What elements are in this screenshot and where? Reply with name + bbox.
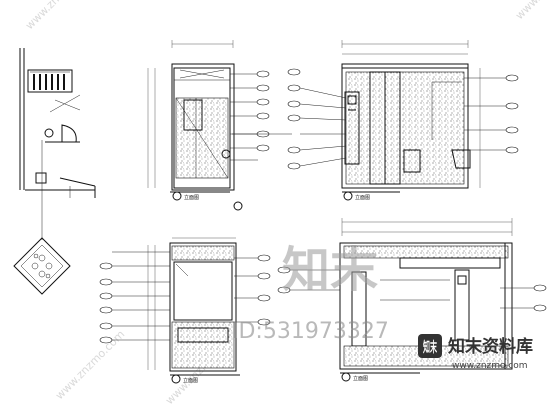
svg-text:www.znzmo.com: www.znzmo.com — [513, 0, 560, 22]
brand-logo-icon — [418, 334, 442, 358]
svg-text:立面图: 立面图 — [184, 194, 199, 201]
svg-text:www.znzmo.com: www.znzmo.com — [23, 0, 97, 32]
svg-text:立面图: 立面图 — [355, 194, 370, 201]
svg-text:知末: 知末 — [282, 242, 378, 298]
svg-text:立面图: 立面图 — [353, 375, 368, 382]
center-watermark: 知末 ID:531973327 — [232, 242, 389, 344]
svg-text:ID:531973327: ID:531973327 — [232, 319, 389, 344]
elevation-top-right: 立面图 — [287, 40, 519, 201]
elevation-bottom-left: 立面图 — [99, 237, 271, 384]
brand-name: 知末资料库 — [447, 336, 533, 357]
diamond-detail — [13, 237, 71, 295]
brand-url: www.znzmo.com — [452, 361, 527, 371]
elevation-top-left: 立面图 — [147, 40, 270, 211]
svg-text:www.znzmo.com: www.znzmo.com — [53, 328, 127, 402]
brand-logo-glyph: 知末 — [423, 339, 437, 356]
left-section-detail — [19, 48, 96, 240]
brand-badge: 知末 知末资料库 www.znzmo.com — [418, 334, 533, 371]
svg-text:立面图: 立面图 — [183, 377, 198, 384]
